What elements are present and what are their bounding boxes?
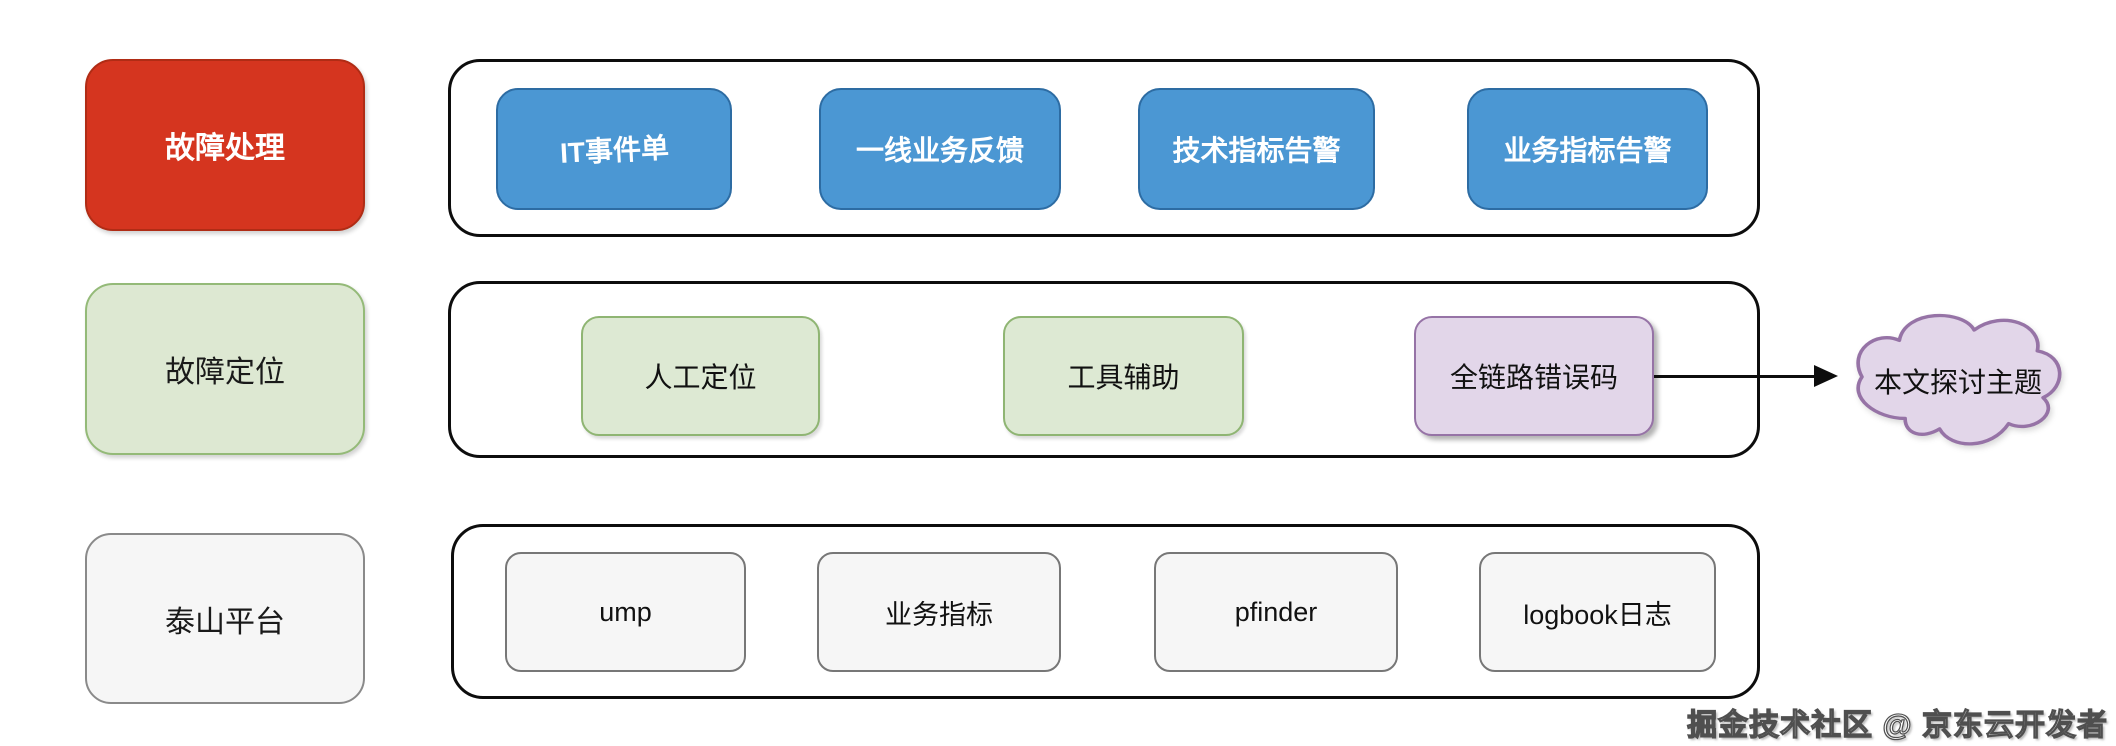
cloud-shape-icon [1856, 313, 2062, 446]
arrow-shaft [1654, 375, 1816, 378]
node-tool-assist: 工具辅助 [1003, 316, 1244, 436]
cloud-topic: 本文探讨主题 [1843, 304, 2073, 458]
node-logbook-log-label: logbook日志 [1523, 599, 1672, 630]
node-it-incident-ticket-label: IT事件单 [558, 132, 670, 169]
node-pfinder-label: pfinder [1234, 596, 1318, 627]
cloud-topic-label: 本文探讨主题 [1873, 367, 2042, 398]
arrowhead-icon [1814, 365, 1838, 387]
node-fault-location-label: 故障定位 [165, 356, 285, 389]
node-taishan-platform: 泰山平台 [85, 533, 365, 704]
node-frontline-business-feedback-label: 一线业务反馈 [855, 135, 1024, 166]
node-logbook-log: logbook日志 [1479, 552, 1716, 672]
node-manual-location: 人工定位 [581, 316, 820, 436]
node-ump-label: ump [599, 596, 652, 627]
node-technical-metric-alert: 技术指标告警 [1138, 88, 1375, 210]
node-ump: ump [505, 552, 746, 672]
node-business-metrics: 业务指标 [817, 552, 1061, 672]
connector-arrow [1654, 365, 1838, 387]
node-pfinder: pfinder [1154, 552, 1398, 672]
node-fault-handling: 故障处理 [85, 59, 365, 231]
node-technical-metric-alert-label: 技术指标告警 [1172, 135, 1341, 166]
node-business-metric-alert-label: 业务指标告警 [1503, 135, 1672, 166]
node-it-incident-ticket: IT事件单 [496, 88, 732, 210]
node-fault-location: 故障定位 [85, 283, 365, 455]
node-tool-assist-label: 工具辅助 [1067, 362, 1180, 393]
node-fault-handling-label: 故障处理 [165, 132, 285, 165]
node-manual-location-label: 人工定位 [644, 362, 757, 393]
node-business-metrics-label: 业务指标 [885, 599, 993, 630]
watermark: 掘金技术社区 @ 京东云开发者 [1686, 708, 2108, 742]
node-taishan-platform-label: 泰山平台 [165, 605, 285, 639]
node-fullchain-error-code-label: 全链路错误码 [1449, 362, 1618, 393]
node-business-metric-alert: 业务指标告警 [1467, 88, 1708, 210]
node-frontline-business-feedback: 一线业务反馈 [819, 88, 1061, 210]
node-fullchain-error-code: 全链路错误码 [1414, 316, 1654, 436]
